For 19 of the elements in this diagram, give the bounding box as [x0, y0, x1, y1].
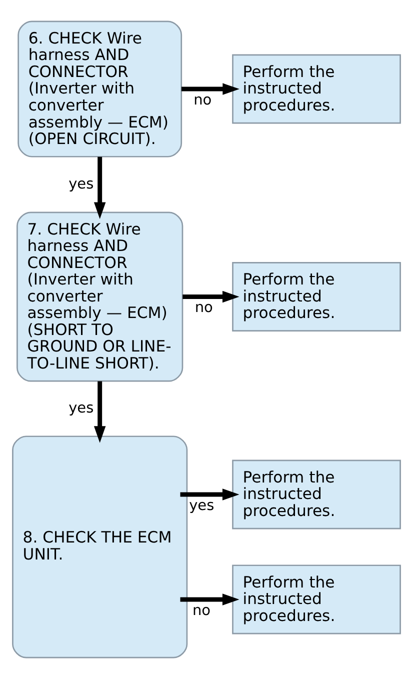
- node-box: Perform the instructed procedures.: [232, 262, 401, 332]
- arrow: [94, 156, 106, 220]
- node-box: 7. CHECK Wire harness AND CONNECTOR (Inverter with converter assembly — ECM) (SHORT TO GROUND OR LINE-TO-LINE SHORT).: [16, 212, 184, 382]
- node-box: Perform the instructed procedures.: [232, 460, 401, 530]
- edge-label: no: [192, 602, 211, 619]
- arrow: [180, 488, 240, 500]
- arrow: [181, 83, 240, 95]
- node-box: 6. CHECK Wire harness AND CONNECTOR (Inverter with converter assembly — ECM) (OPEN CIRCUIT).: [18, 20, 182, 158]
- node-box: 8. CHECK THE ECM UNIT.: [12, 436, 188, 658]
- node-box: Perform the instructed procedures.: [232, 564, 401, 634]
- arrow: [180, 594, 240, 606]
- edge-label: yes: [189, 498, 214, 514]
- edge-label: no: [194, 300, 213, 316]
- node-box: Perform the instructed procedures.: [232, 54, 401, 124]
- edge-label: yes: [68, 176, 94, 192]
- arrow: [94, 381, 106, 443]
- edge-label: no: [194, 92, 212, 108]
- edge-label: yes: [68, 400, 94, 417]
- arrow: [182, 290, 240, 303]
